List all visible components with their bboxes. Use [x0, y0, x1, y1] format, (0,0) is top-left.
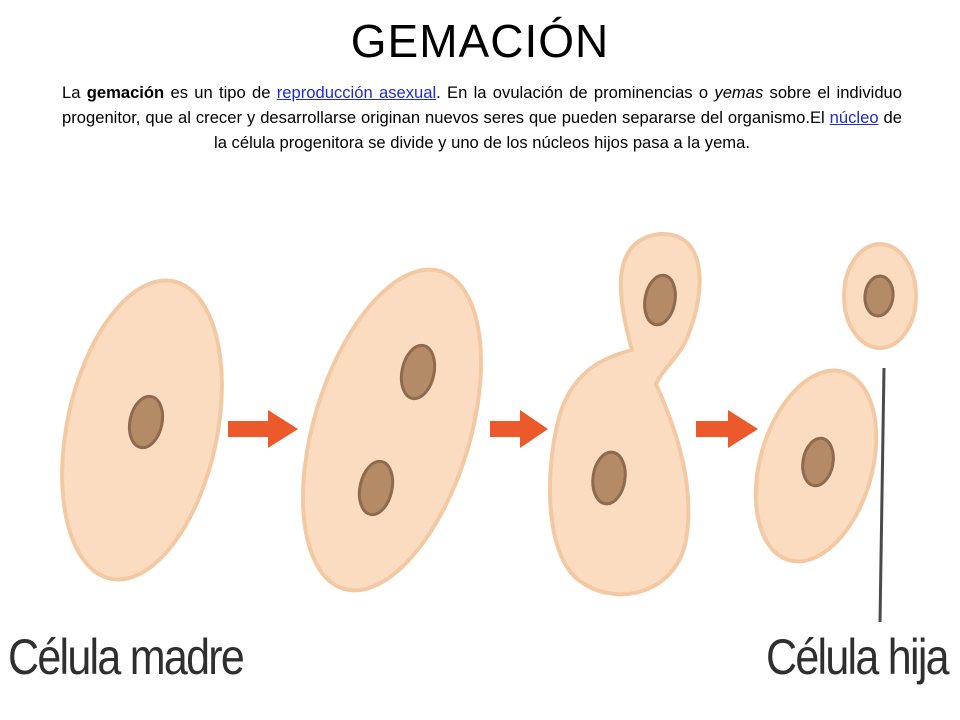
- desc-text-1: La: [62, 83, 87, 102]
- cell-body: [301, 267, 483, 593]
- nucleus: [643, 273, 677, 327]
- daughter-cell-pointer-line: [878, 367, 886, 623]
- description-paragraph: La gemación es un tipo de reproducción a…: [62, 80, 902, 155]
- desc-term-yemas: yemas: [714, 83, 764, 102]
- cell-body: [548, 231, 702, 597]
- nucleus: [127, 394, 165, 450]
- nucleus: [801, 436, 835, 488]
- desc-text-4: sobre el individuo progenitor, que al cr…: [62, 83, 903, 127]
- desc-text-3: . En la ovulación de prominencias o: [436, 83, 715, 102]
- page-title: GEMACIÓN: [350, 15, 610, 67]
- nucleus: [863, 274, 895, 318]
- budding-diagram: [60, 231, 918, 623]
- nucleus: [399, 343, 437, 401]
- arrow-right-icon: [696, 410, 758, 448]
- desc-text-2: es un tipo de: [164, 83, 277, 102]
- nucleus: [591, 450, 627, 506]
- link-reproduccion-asexual[interactable]: reproducción asexual: [276, 83, 437, 102]
- label-daughter-cell: Célula hija: [766, 629, 950, 685]
- link-nucleo[interactable]: núcleo: [829, 108, 879, 127]
- stage-4-separated-cells: [753, 242, 918, 564]
- arrow-right-icon: [228, 410, 298, 448]
- stage-2-dividing-cell: [301, 267, 483, 593]
- desc-text-5: de la célula progenitora se divide y uno…: [214, 108, 902, 152]
- arrow-right-icon: [490, 410, 548, 448]
- desc-term-gemacion: gemación: [86, 83, 165, 102]
- stage-1-mother-cell: [60, 278, 224, 582]
- label-mother-cell: Célula madre: [8, 629, 245, 685]
- nucleus: [357, 459, 395, 517]
- stage-3-budding-cell: [548, 231, 702, 597]
